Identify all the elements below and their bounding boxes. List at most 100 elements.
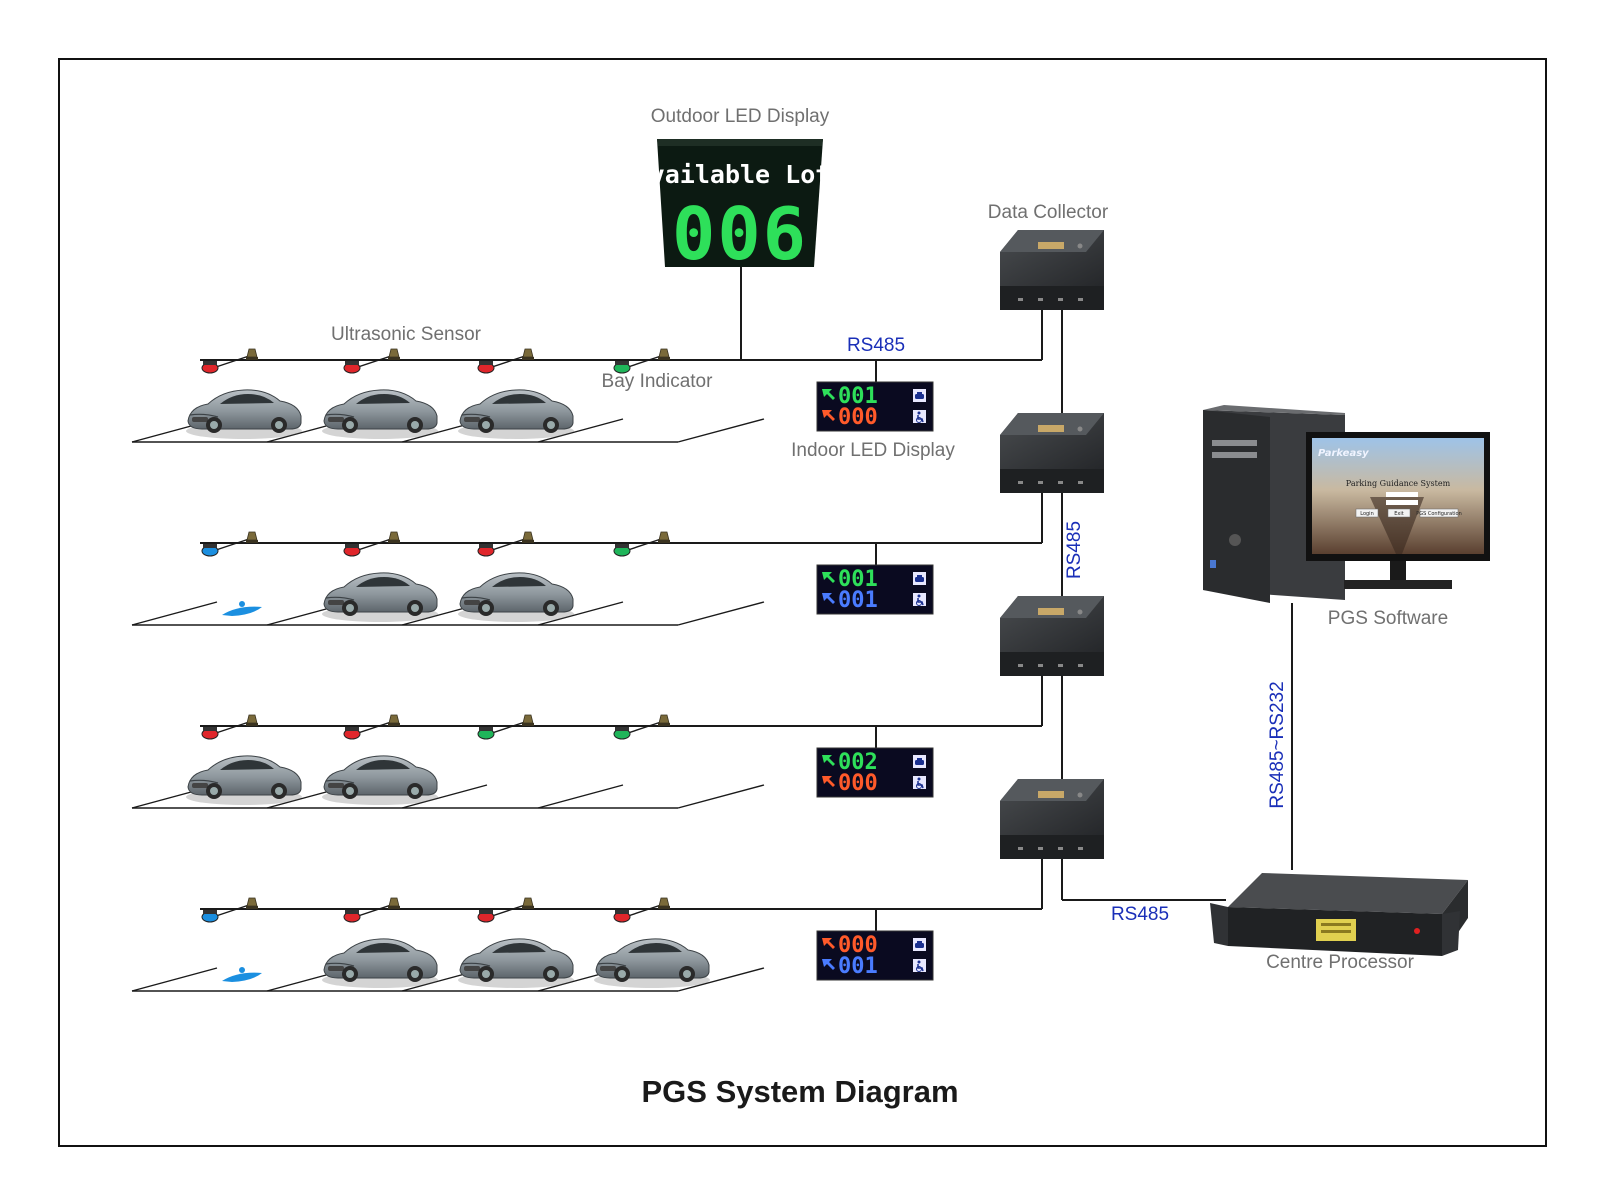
parked-car bbox=[457, 938, 575, 989]
direction-arrow-icon bbox=[822, 572, 835, 583]
bay-indicator-blue bbox=[201, 544, 219, 557]
bay-divider bbox=[677, 601, 765, 626]
bay-indicator-red bbox=[477, 544, 495, 557]
software-title: Parking Guidance System bbox=[1346, 479, 1451, 488]
bay-divider bbox=[401, 784, 488, 809]
indoor-sign-value: 001 bbox=[838, 384, 878, 409]
outdoor-display-heading: Available Lots bbox=[635, 160, 846, 189]
car-icon bbox=[913, 572, 926, 585]
software-button bbox=[1419, 508, 1459, 518]
indoor-sign-value: 001 bbox=[838, 954, 878, 979]
bay-indicator-red bbox=[343, 910, 361, 923]
bay-divider bbox=[131, 601, 218, 626]
bay-indicator-label: Bay Indicator bbox=[602, 371, 714, 392]
indoor-sign-line: 000 bbox=[822, 405, 927, 430]
indoor-sign-value: 001 bbox=[838, 588, 878, 613]
direction-arrow-icon bbox=[822, 755, 835, 766]
direction-arrow-icon bbox=[822, 410, 835, 421]
bay-indicator-red bbox=[201, 727, 219, 740]
ultrasonic-sensor-icon bbox=[521, 531, 535, 544]
parked-car bbox=[185, 389, 303, 440]
centre-processor-label: Centre Processor bbox=[1266, 952, 1415, 973]
data-collector-2 bbox=[1000, 413, 1104, 493]
direction-arrow-icon bbox=[822, 959, 835, 970]
parked-car bbox=[321, 572, 439, 623]
parked-car bbox=[457, 389, 575, 440]
bay-indicator-red bbox=[343, 361, 361, 374]
software-button bbox=[1355, 508, 1379, 518]
bay-indicator-red bbox=[477, 361, 495, 374]
direction-arrow-icon bbox=[822, 593, 835, 604]
bay-indicator-green bbox=[613, 727, 631, 740]
indoor-sign-value: 000 bbox=[838, 933, 878, 958]
bay-indicator-red bbox=[477, 910, 495, 923]
ultrasonic-sensor-icon bbox=[521, 348, 535, 361]
wheelchair-icon bbox=[912, 958, 927, 973]
indoor-sign-line: 001 bbox=[822, 588, 927, 613]
bay-divider bbox=[677, 967, 765, 992]
ultrasonic-sensor-icon bbox=[245, 714, 259, 727]
outdoor-led-display: Available Lots 006 bbox=[635, 139, 846, 276]
bay-divider bbox=[537, 418, 624, 443]
parked-car bbox=[185, 755, 303, 806]
rs485-vertical-label: RS485 bbox=[1064, 521, 1085, 579]
bay-divider bbox=[131, 967, 218, 992]
ultrasonic-sensor-icon bbox=[387, 714, 401, 727]
diagram-frame bbox=[58, 58, 1547, 1147]
ultrasonic-sensor-icon bbox=[657, 897, 671, 910]
wiring bbox=[740, 267, 1293, 932]
bay-indicator-red bbox=[613, 910, 631, 923]
ultrasonic-sensor-icon bbox=[657, 531, 671, 544]
direction-arrow-icon bbox=[822, 776, 835, 787]
ultrasonic-sensor-icon bbox=[245, 897, 259, 910]
direction-arrow-icon bbox=[822, 389, 835, 400]
indoor-sign-value: 001 bbox=[838, 567, 878, 592]
ultrasonic-sensor-icon bbox=[387, 348, 401, 361]
ultrasonic-sensor-icon bbox=[521, 714, 535, 727]
ultrasonic-sensor-icon bbox=[387, 531, 401, 544]
parked-car bbox=[321, 389, 439, 440]
ultrasonic-sensor-icon bbox=[521, 897, 535, 910]
pgs-software-label: PGS Software bbox=[1328, 608, 1448, 629]
wheelchair-icon bbox=[912, 409, 927, 424]
disabled-bay-marking bbox=[222, 601, 262, 616]
disabled-bay-marking bbox=[222, 967, 262, 982]
software-button-label: PGS Configuration bbox=[1416, 511, 1462, 517]
indoor-sign-line: 000 bbox=[822, 933, 926, 958]
bay-indicator-green bbox=[477, 727, 495, 740]
outdoor-led-label: Outdoor LED Display bbox=[651, 106, 830, 127]
parked-car bbox=[457, 572, 575, 623]
diagram-title: PGS System Diagram bbox=[641, 1074, 958, 1109]
bay-indicator-red bbox=[201, 361, 219, 374]
ultrasonic-sensor-icon bbox=[245, 348, 259, 361]
wheelchair-icon bbox=[912, 592, 927, 607]
bay-indicator-blue bbox=[201, 910, 219, 923]
data-collector-4 bbox=[1000, 779, 1104, 859]
indoor-led-label: Indoor LED Display bbox=[791, 440, 955, 461]
parked-car bbox=[593, 938, 711, 989]
outdoor-display-count: 006 bbox=[672, 192, 808, 276]
software-button bbox=[1387, 508, 1411, 518]
centre-processor bbox=[1210, 873, 1468, 956]
bay-indicator-red bbox=[343, 544, 361, 557]
software-brand: Parkeasy bbox=[1318, 448, 1369, 459]
car-icon bbox=[913, 755, 926, 768]
ultrasonic-sensor-icon bbox=[657, 714, 671, 727]
bay-divider bbox=[537, 601, 624, 626]
ultrasonic-sensor-icon bbox=[387, 897, 401, 910]
indoor-sign-line: 001 bbox=[822, 384, 926, 409]
data-collector-label: Data Collector bbox=[988, 202, 1109, 223]
bay-indicator-red bbox=[343, 727, 361, 740]
software-button-label: Exit bbox=[1394, 511, 1404, 517]
direction-arrow-icon bbox=[822, 938, 835, 949]
indoor-sign-line: 000 bbox=[822, 771, 927, 796]
bay-indicator-green bbox=[613, 361, 631, 374]
ultrasonic-sensor-label: Ultrasonic Sensor bbox=[331, 324, 482, 345]
